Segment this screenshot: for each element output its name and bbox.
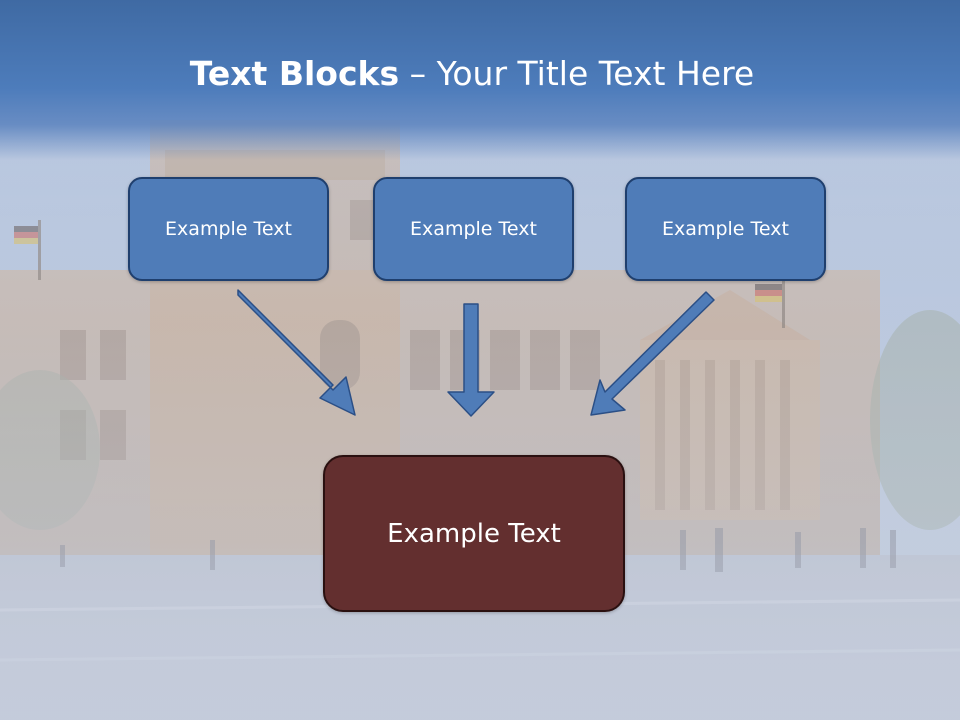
- text-block-1[interactable]: Example Text: [128, 177, 329, 281]
- title-rest: – Your Title Text Here: [399, 54, 755, 93]
- text-block-main-label: Example Text: [387, 518, 561, 549]
- title-band: [0, 0, 960, 160]
- title-bold: Text Blocks: [189, 54, 400, 93]
- text-block-2[interactable]: Example Text: [373, 177, 574, 281]
- text-block-2-label: Example Text: [410, 218, 537, 240]
- slide-title: Text Blocks – Your Title Text Here: [0, 52, 944, 96]
- text-block-3-label: Example Text: [662, 218, 789, 240]
- text-block-3[interactable]: Example Text: [625, 177, 826, 281]
- text-block-main[interactable]: Example Text: [323, 455, 625, 612]
- text-block-1-label: Example Text: [165, 218, 292, 240]
